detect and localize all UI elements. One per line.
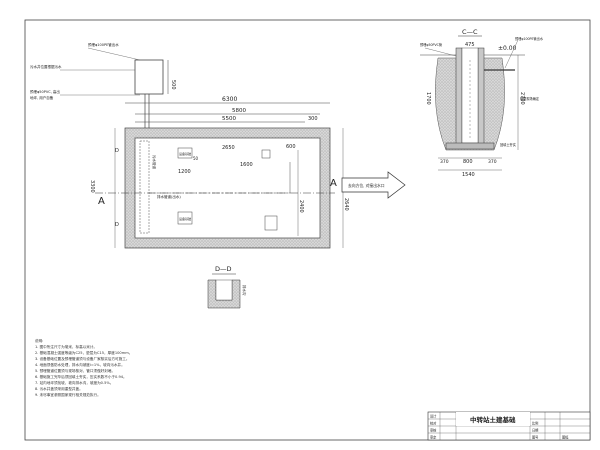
dim-1600: 1600 — [240, 162, 253, 168]
dim-5500: 5500 — [222, 116, 236, 122]
label-equipment-2: 设备基础 — [179, 216, 191, 221]
drain-section-inner — [215, 279, 233, 301]
cc-callout-3: 根据现场确定 — [520, 96, 540, 101]
dim-3300: 3300 — [89, 180, 95, 193]
dim-1200: 1200 — [178, 169, 191, 175]
sheet-frame — [24, 19, 591, 441]
tb-left-row: 审核 — [430, 428, 437, 433]
drawing-title: 中转站土建基础 — [470, 415, 516, 424]
section-mark-a-right: A — [330, 178, 337, 189]
callout-2: 污水井位置根据污水 — [30, 64, 62, 69]
tb-left-row: 设计 — [430, 414, 437, 419]
section-mark-d-top: D — [115, 148, 119, 154]
drain-channel — [139, 140, 150, 234]
tb-right-value: 图幅 — [562, 435, 569, 440]
cc-dim-370-right: 370 — [488, 159, 497, 165]
note-line: 2. 基础混凝土强度等级为C25，垫层为C15，厚度100mm。 — [35, 350, 132, 355]
direction-arrow — [341, 171, 406, 199]
label-equipment-1: 设备基础 — [179, 151, 191, 156]
tb-left-row: 校对 — [430, 421, 437, 426]
equipment-top-left — [177, 147, 193, 159]
dd-label: 排水沟 — [242, 285, 247, 296]
dim-300: 300 — [308, 116, 318, 122]
section-mark-d-bottom: D — [115, 222, 119, 228]
note-line: 4. 地面须做防水处理，排水沟坡度i=1%，坡向污水井。 — [35, 362, 125, 367]
note-line: 8. 污水井盖须采用重型井盖。 — [35, 386, 83, 391]
pit-base — [445, 142, 495, 150]
equipment-bottom-left — [177, 211, 193, 225]
note-line: 说明: — [35, 338, 43, 343]
note-line: 3. 设备基础位置及预埋管道须与设备厂家核实后方可施工。 — [35, 356, 129, 361]
note-line: 7. 站内地坪须找坡，坡向排水沟，坡度为0.5%。 — [35, 380, 113, 385]
tb-right-row: 图号 — [532, 435, 538, 440]
label-pipe-horizontal: 排水管道(出水) — [157, 194, 181, 199]
dim-pit-height: 500 — [170, 80, 176, 90]
title-block: 中转站土建基础 设计 校对 审核 审定 比例 日期 图号 图幅 — [427, 411, 591, 441]
cc-dim-475: 475 — [465, 42, 475, 48]
dim-2640: 2640 — [343, 198, 349, 211]
callout-1: 预埋φ100PE管出水 — [88, 42, 119, 47]
callout-4: 地坪, 用户自备 — [30, 95, 54, 100]
level-mark: ±0.00 — [498, 45, 517, 52]
pit-wall-right — [477, 47, 485, 147]
dim-2400: 2400 — [298, 200, 304, 213]
cc-callout-1: 预埋φ100PE管出水 — [515, 36, 544, 41]
arrow-label: 去向方位, 对接出水口 — [348, 183, 385, 188]
callout-3: 预埋φ50PVC, 高出 — [30, 89, 60, 94]
section-mark-a-left: A — [98, 196, 105, 207]
cc-dim-1540: 1540 — [462, 172, 475, 178]
cc-dim-1700: 1700 — [425, 92, 431, 105]
dim-50: 50 — [193, 156, 199, 161]
dim-600: 600 — [286, 144, 296, 150]
tb-right-row: 比例 — [532, 421, 538, 426]
dim-2650: 2650 — [222, 145, 235, 151]
note-line: 1. 图中所注尺寸为毫米，标高以米计。 — [35, 344, 97, 349]
note-line: 5. 预埋管道位置须与现场核对，管口须做好封堵。 — [35, 368, 115, 373]
cc-dim-370-left: 370 — [440, 159, 449, 165]
label-pipe-vertical: 污水管道 — [152, 155, 157, 169]
notes-block: 说明: 1. 图中所注尺寸为毫米，标高以米计。 2. 基础混凝土强度等级为C25… — [35, 338, 132, 397]
tb-left-row: 审定 — [430, 435, 437, 440]
cc-dim-2700: 2700 — [519, 92, 525, 105]
note-line: 6. 基础施工完毕后须回填土夯实，压实系数不小于0.94。 — [35, 374, 127, 379]
note-line: 9. 未尽事宜参照国家现行相关规范执行。 — [35, 392, 101, 397]
dim-5800: 5800 — [232, 108, 246, 114]
section-dd-title: D—D — [215, 265, 232, 273]
wall-inner — [134, 137, 321, 239]
section-cc-title: C—C — [462, 28, 478, 36]
equipment-top-right — [261, 149, 271, 159]
tb-right-row: 日期 — [532, 428, 538, 433]
pit-outline — [134, 59, 164, 95]
section-dd: D—D 排水沟 — [207, 265, 247, 309]
cc-callout-4: 回填土夯实 — [500, 142, 516, 147]
section-cc: C—C ±0.00 475 1700 2700 370 800 370 1540… — [420, 28, 544, 178]
cc-callout-2: 预埋φ50PVC管 — [420, 42, 442, 47]
equipment-bottom-right — [264, 215, 278, 231]
pit-wall-left — [455, 47, 463, 147]
plan-view: 500 污水井位置根据污水 预埋φ50PVC, 高出 地坪, 用户自备 预埋φ1… — [30, 42, 406, 249]
cc-dim-800: 800 — [463, 159, 473, 165]
dim-6300: 6300 — [222, 96, 237, 103]
